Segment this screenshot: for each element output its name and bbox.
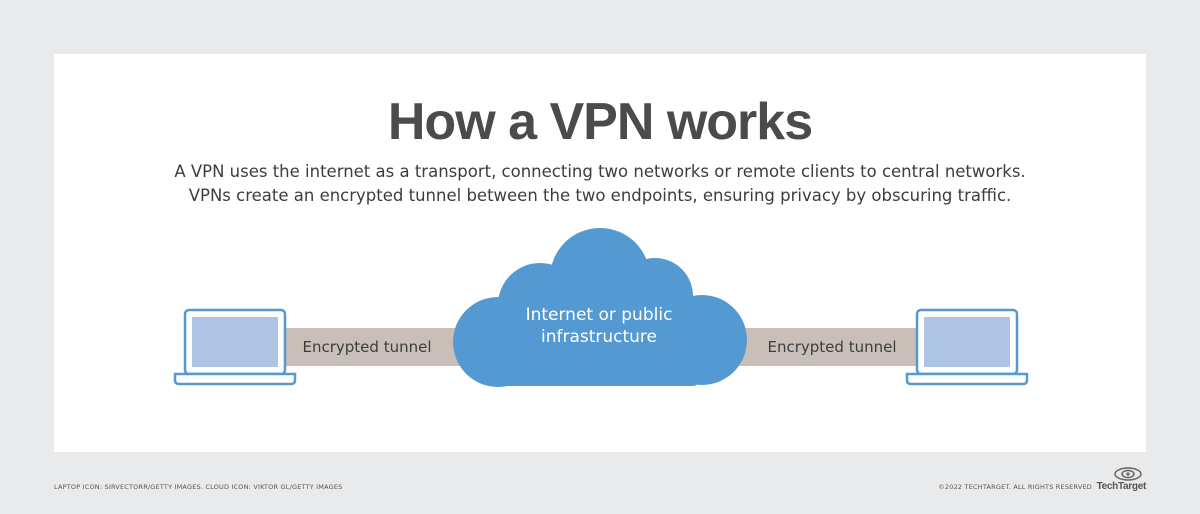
left-tunnel-label: Encrypted tunnel [303, 338, 432, 356]
page-title: How a VPN works [387, 93, 813, 151]
copyright: ©2022 TECHTARGET. ALL RIGHTS RESERVED [938, 483, 1092, 491]
logo-text: TechTarget [1096, 481, 1147, 492]
cloud-label-line-1: Internet or public [526, 305, 673, 325]
techtarget-logo-icon [1114, 467, 1142, 481]
right-tunnel-label: Encrypted tunnel [768, 338, 897, 356]
left-encrypted-tunnel [285, 328, 485, 366]
laptop-icon [905, 308, 1029, 386]
laptop-icon [173, 308, 297, 386]
cloud-icon [453, 228, 747, 387]
right-encrypted-tunnel [715, 328, 918, 366]
subtitle-line-2: VPNs create an encrypted tunnel between … [188, 186, 1012, 205]
subtitle-line-1: A VPN uses the internet as a transport, … [174, 162, 1026, 181]
image-credit: LAPTOP ICON: SIRVECTORR/GETTY IMAGES. CL… [54, 483, 343, 491]
cloud-label-line-2: infrastructure [541, 327, 657, 347]
